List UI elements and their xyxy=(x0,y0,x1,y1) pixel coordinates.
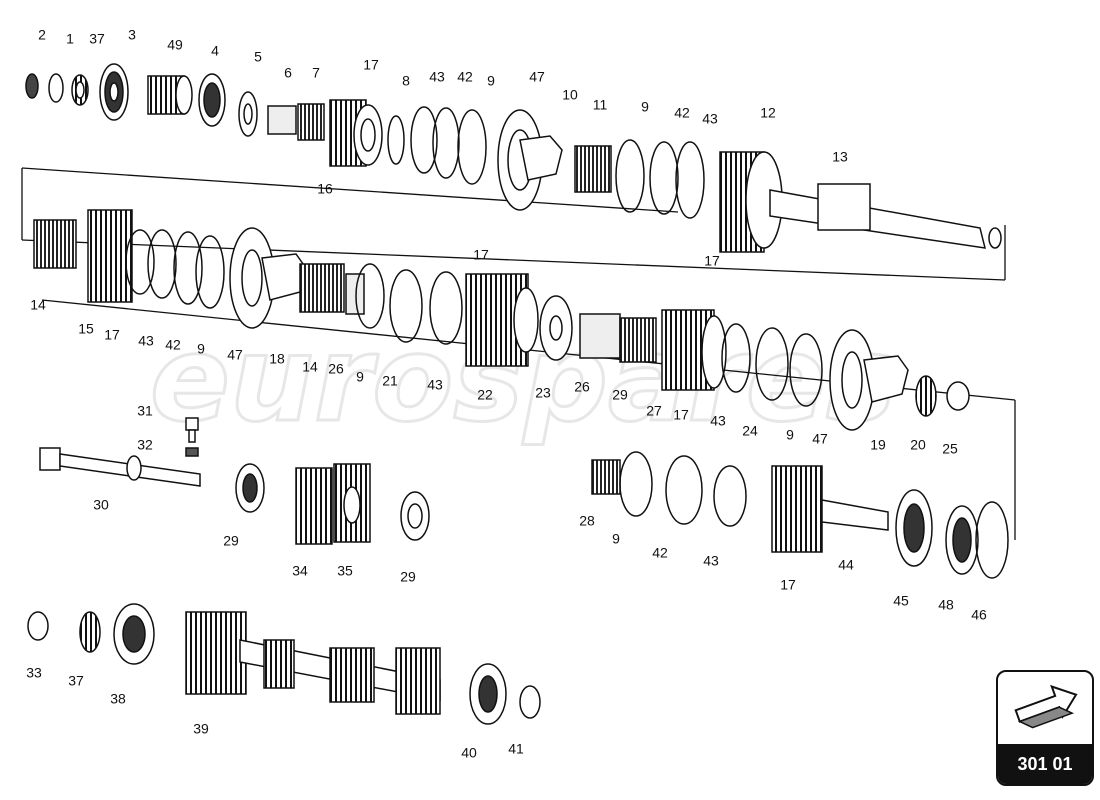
callout-label: 26 xyxy=(328,361,344,377)
callout-label: 34 xyxy=(292,563,308,579)
callout-label: 43 xyxy=(703,553,719,569)
callout-label: 3 xyxy=(128,27,136,43)
reference-number: 301 01 xyxy=(998,744,1092,784)
callout-label: 20 xyxy=(910,437,926,453)
callout-label: 43 xyxy=(710,413,726,429)
callout-label: 45 xyxy=(893,593,909,609)
callout-label: 9 xyxy=(786,427,794,443)
callout-label: 6 xyxy=(284,65,292,81)
top-shaft-parts xyxy=(25,63,1002,253)
callout-label: 33 xyxy=(26,665,42,681)
callout-label: 47 xyxy=(227,347,243,363)
callout-label: 15 xyxy=(78,321,94,337)
callout-label: 16 xyxy=(317,181,333,197)
callout-label: 9 xyxy=(487,73,495,89)
callout-label: 12 xyxy=(760,105,776,121)
callout-label: 9 xyxy=(641,99,649,115)
callout-label: 42 xyxy=(165,337,181,353)
callout-label: 1 xyxy=(66,31,74,47)
callout-label: 43 xyxy=(138,333,154,349)
callout-label: 43 xyxy=(427,377,443,393)
callout-label: 9 xyxy=(197,341,205,357)
callout-label: 18 xyxy=(269,351,285,367)
callout-label: 47 xyxy=(529,69,545,85)
callout-label: 19 xyxy=(870,437,886,453)
callout-label: 42 xyxy=(457,69,473,85)
callout-label: 30 xyxy=(93,497,109,513)
callout-label: 2 xyxy=(38,27,46,43)
callout-label: 35 xyxy=(337,563,353,579)
callout-label: 8 xyxy=(402,73,410,89)
callout-label: 4 xyxy=(211,43,219,59)
callout-label: 29 xyxy=(400,569,416,585)
callout-label: 9 xyxy=(612,531,620,547)
callout-label: 42 xyxy=(652,545,668,561)
reference-badge: 301 01 xyxy=(996,670,1094,786)
callout-label: 31 xyxy=(137,403,153,419)
callout-label: 43 xyxy=(702,111,718,127)
callout-label: 48 xyxy=(938,597,954,613)
arrow-icon xyxy=(1014,684,1078,729)
callout-label: 39 xyxy=(193,721,209,737)
countershaft-parts xyxy=(27,603,541,725)
callout-label: 14 xyxy=(30,297,46,313)
callout-label: 37 xyxy=(89,31,105,47)
callout-label: 10 xyxy=(562,87,578,103)
output-shaft-parts xyxy=(591,451,1009,579)
callout-label: 42 xyxy=(674,105,690,121)
callout-label: 32 xyxy=(137,437,153,453)
callout-label: 37 xyxy=(68,673,84,689)
callout-label: 22 xyxy=(477,387,493,403)
callout-label: 49 xyxy=(167,37,183,53)
callout-labels: 2 1 37 3 49 4 5 6 7 17 8 43 42 9 47 10 1… xyxy=(26,27,987,761)
callout-label: 38 xyxy=(110,691,126,707)
middle-shaft-parts xyxy=(33,209,970,431)
callout-label: 29 xyxy=(223,533,239,549)
callout-label: 28 xyxy=(579,513,595,529)
callout-label: 17 xyxy=(473,247,489,263)
callout-label: 17 xyxy=(104,327,120,343)
callout-label: 21 xyxy=(382,373,398,389)
callout-label: 14 xyxy=(302,359,318,375)
callout-label: 44 xyxy=(838,557,854,573)
callout-label: 5 xyxy=(254,49,262,65)
callout-label: 11 xyxy=(593,97,608,113)
callout-label: 40 xyxy=(461,745,477,761)
callout-label: 23 xyxy=(535,385,551,401)
callout-label: 9 xyxy=(356,369,364,385)
callout-label: 17 xyxy=(704,253,720,269)
callout-label: 27 xyxy=(646,403,662,419)
callout-label: 46 xyxy=(971,607,987,623)
callout-label: 17 xyxy=(363,57,379,73)
layshaft-parts xyxy=(39,417,430,545)
callout-label: 47 xyxy=(812,431,828,447)
callout-label: 17 xyxy=(780,577,796,593)
callout-label: 29 xyxy=(612,387,628,403)
callout-label: 26 xyxy=(574,379,590,395)
callout-label: 43 xyxy=(429,69,445,85)
callout-label: 13 xyxy=(832,149,848,165)
callout-label: 17 xyxy=(673,407,689,423)
callout-label: 24 xyxy=(742,423,758,439)
callout-label: 7 xyxy=(312,65,320,81)
callout-label: 25 xyxy=(942,441,958,457)
callout-label: 41 xyxy=(508,741,524,757)
